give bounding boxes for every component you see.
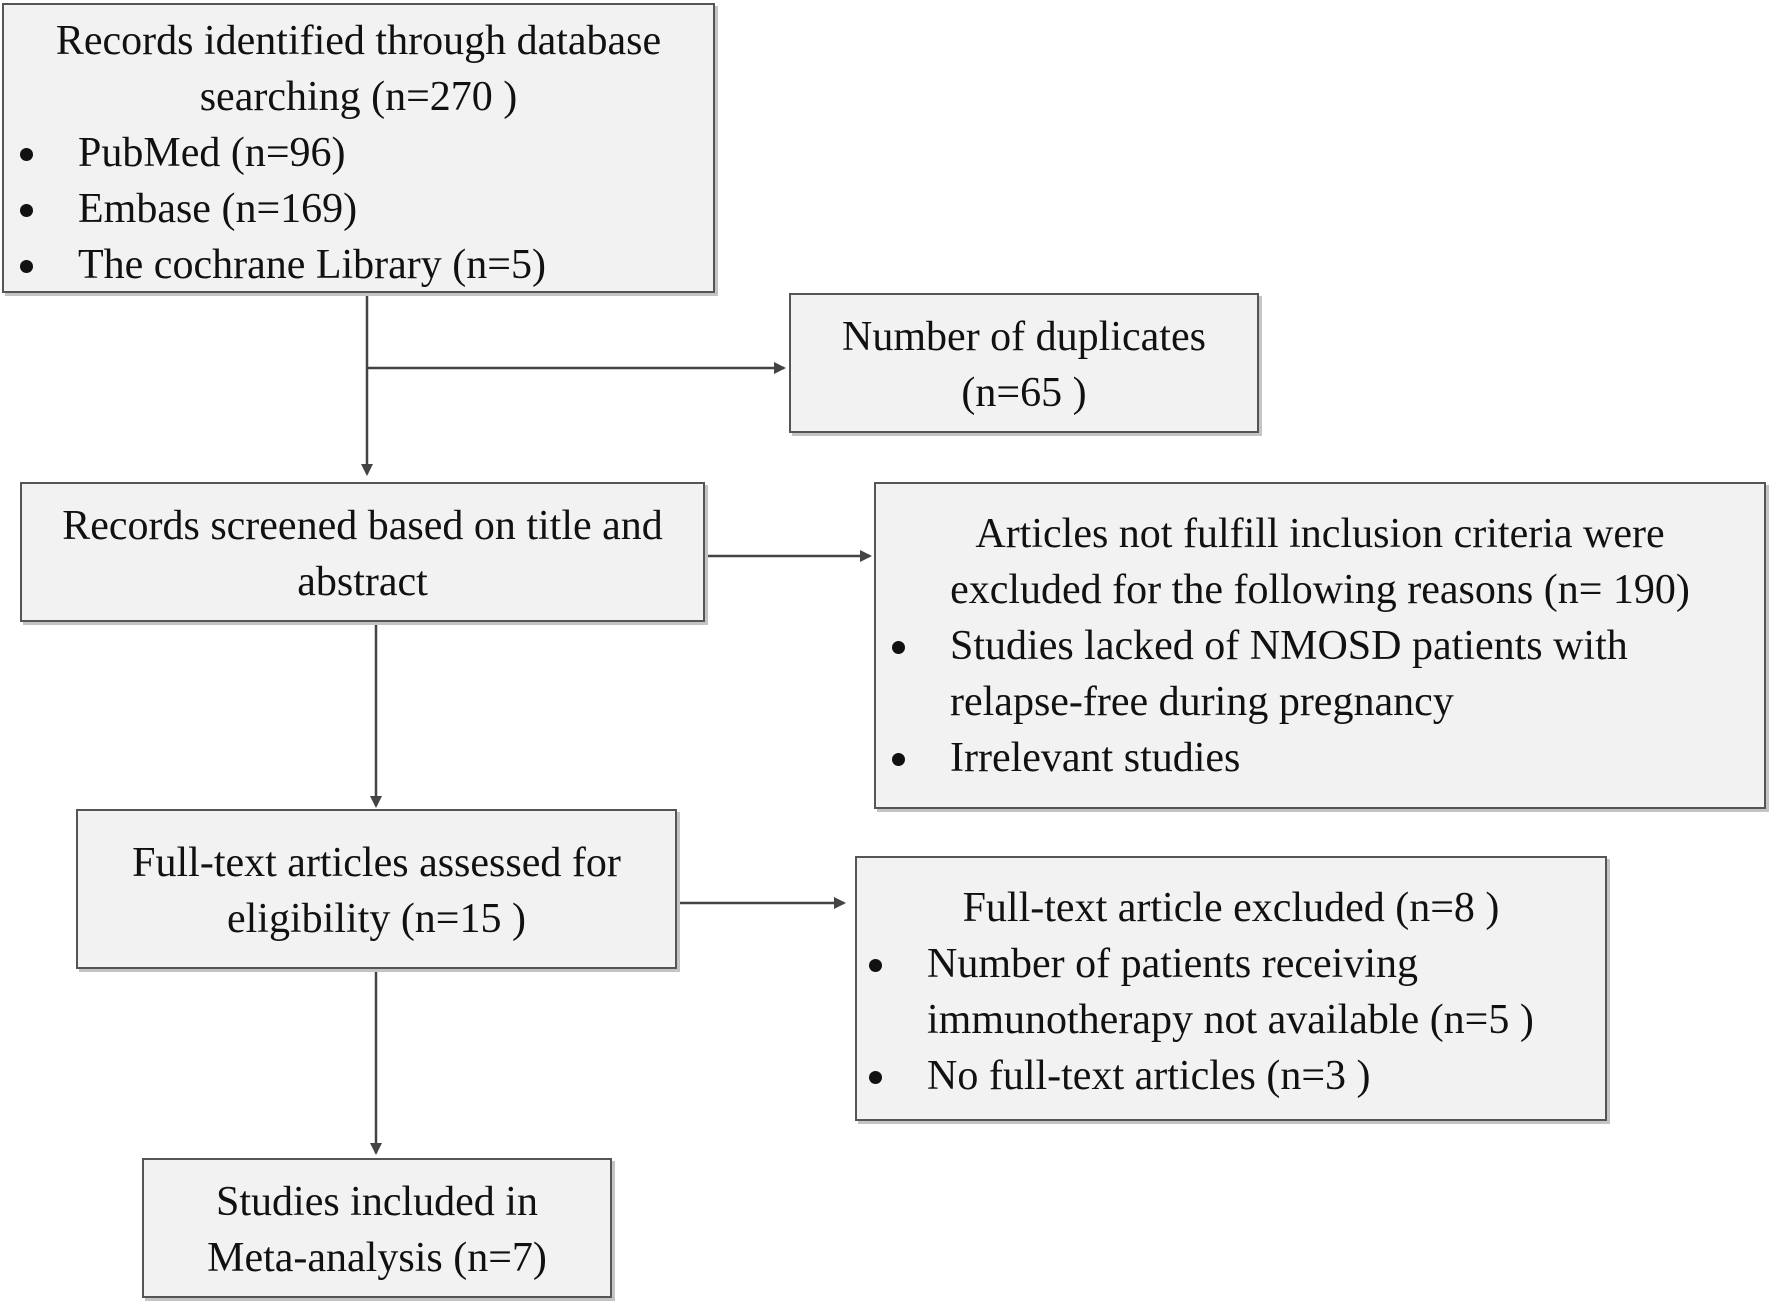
exclusion-reason-item: Studies lacked of NMOSD patients with re…	[886, 618, 1714, 730]
excluded-screening-title: Articles not fulfill inclusion criteria …	[950, 511, 1690, 613]
identification-sources-list: PubMed (n=96) Embase (n=169) The cochran…	[14, 125, 703, 293]
duplicates-text: Number of duplicates (n=65 )	[842, 314, 1206, 416]
excluded-fulltext-title: Full-text article excluded (n=8 )	[962, 885, 1500, 931]
identification-box: Records identified through database sear…	[2, 3, 715, 293]
identification-title: Records identified through database sear…	[55, 18, 662, 120]
excluded-screening-reasons-list: Studies lacked of NMOSD patients with re…	[886, 618, 1754, 786]
screening-text: Records screened based on title and abst…	[62, 503, 663, 605]
excluded-screening-box: Articles not fulfill inclusion criteria …	[874, 482, 1766, 809]
exclusion-reason-item: Irrelevant studies	[886, 730, 1714, 786]
included-text: Studies included in Meta-analysis (n=7)	[207, 1179, 547, 1281]
included-box: Studies included in Meta-analysis (n=7)	[142, 1158, 612, 1298]
excluded-fulltext-box: Full-text article excluded (n=8 ) Number…	[855, 856, 1607, 1121]
duplicates-box: Number of duplicates (n=65 )	[789, 293, 1259, 433]
screening-box: Records screened based on title and abst…	[20, 482, 705, 622]
source-item-embase: Embase (n=169)	[14, 181, 703, 237]
source-item-cochrane: The cochrane Library (n=5)	[14, 237, 703, 293]
source-item-pubmed: PubMed (n=96)	[14, 125, 703, 181]
fulltext-exclusion-reason-item: No full-text articles (n=3 )	[863, 1048, 1599, 1104]
eligibility-box: Full-text articles assessed for eligibil…	[76, 809, 677, 969]
eligibility-text: Full-text articles assessed for eligibil…	[132, 840, 621, 942]
excluded-fulltext-reasons-list: Number of patients receiving immunothera…	[863, 936, 1599, 1104]
fulltext-exclusion-reason-item: Number of patients receiving immunothera…	[863, 936, 1599, 1048]
